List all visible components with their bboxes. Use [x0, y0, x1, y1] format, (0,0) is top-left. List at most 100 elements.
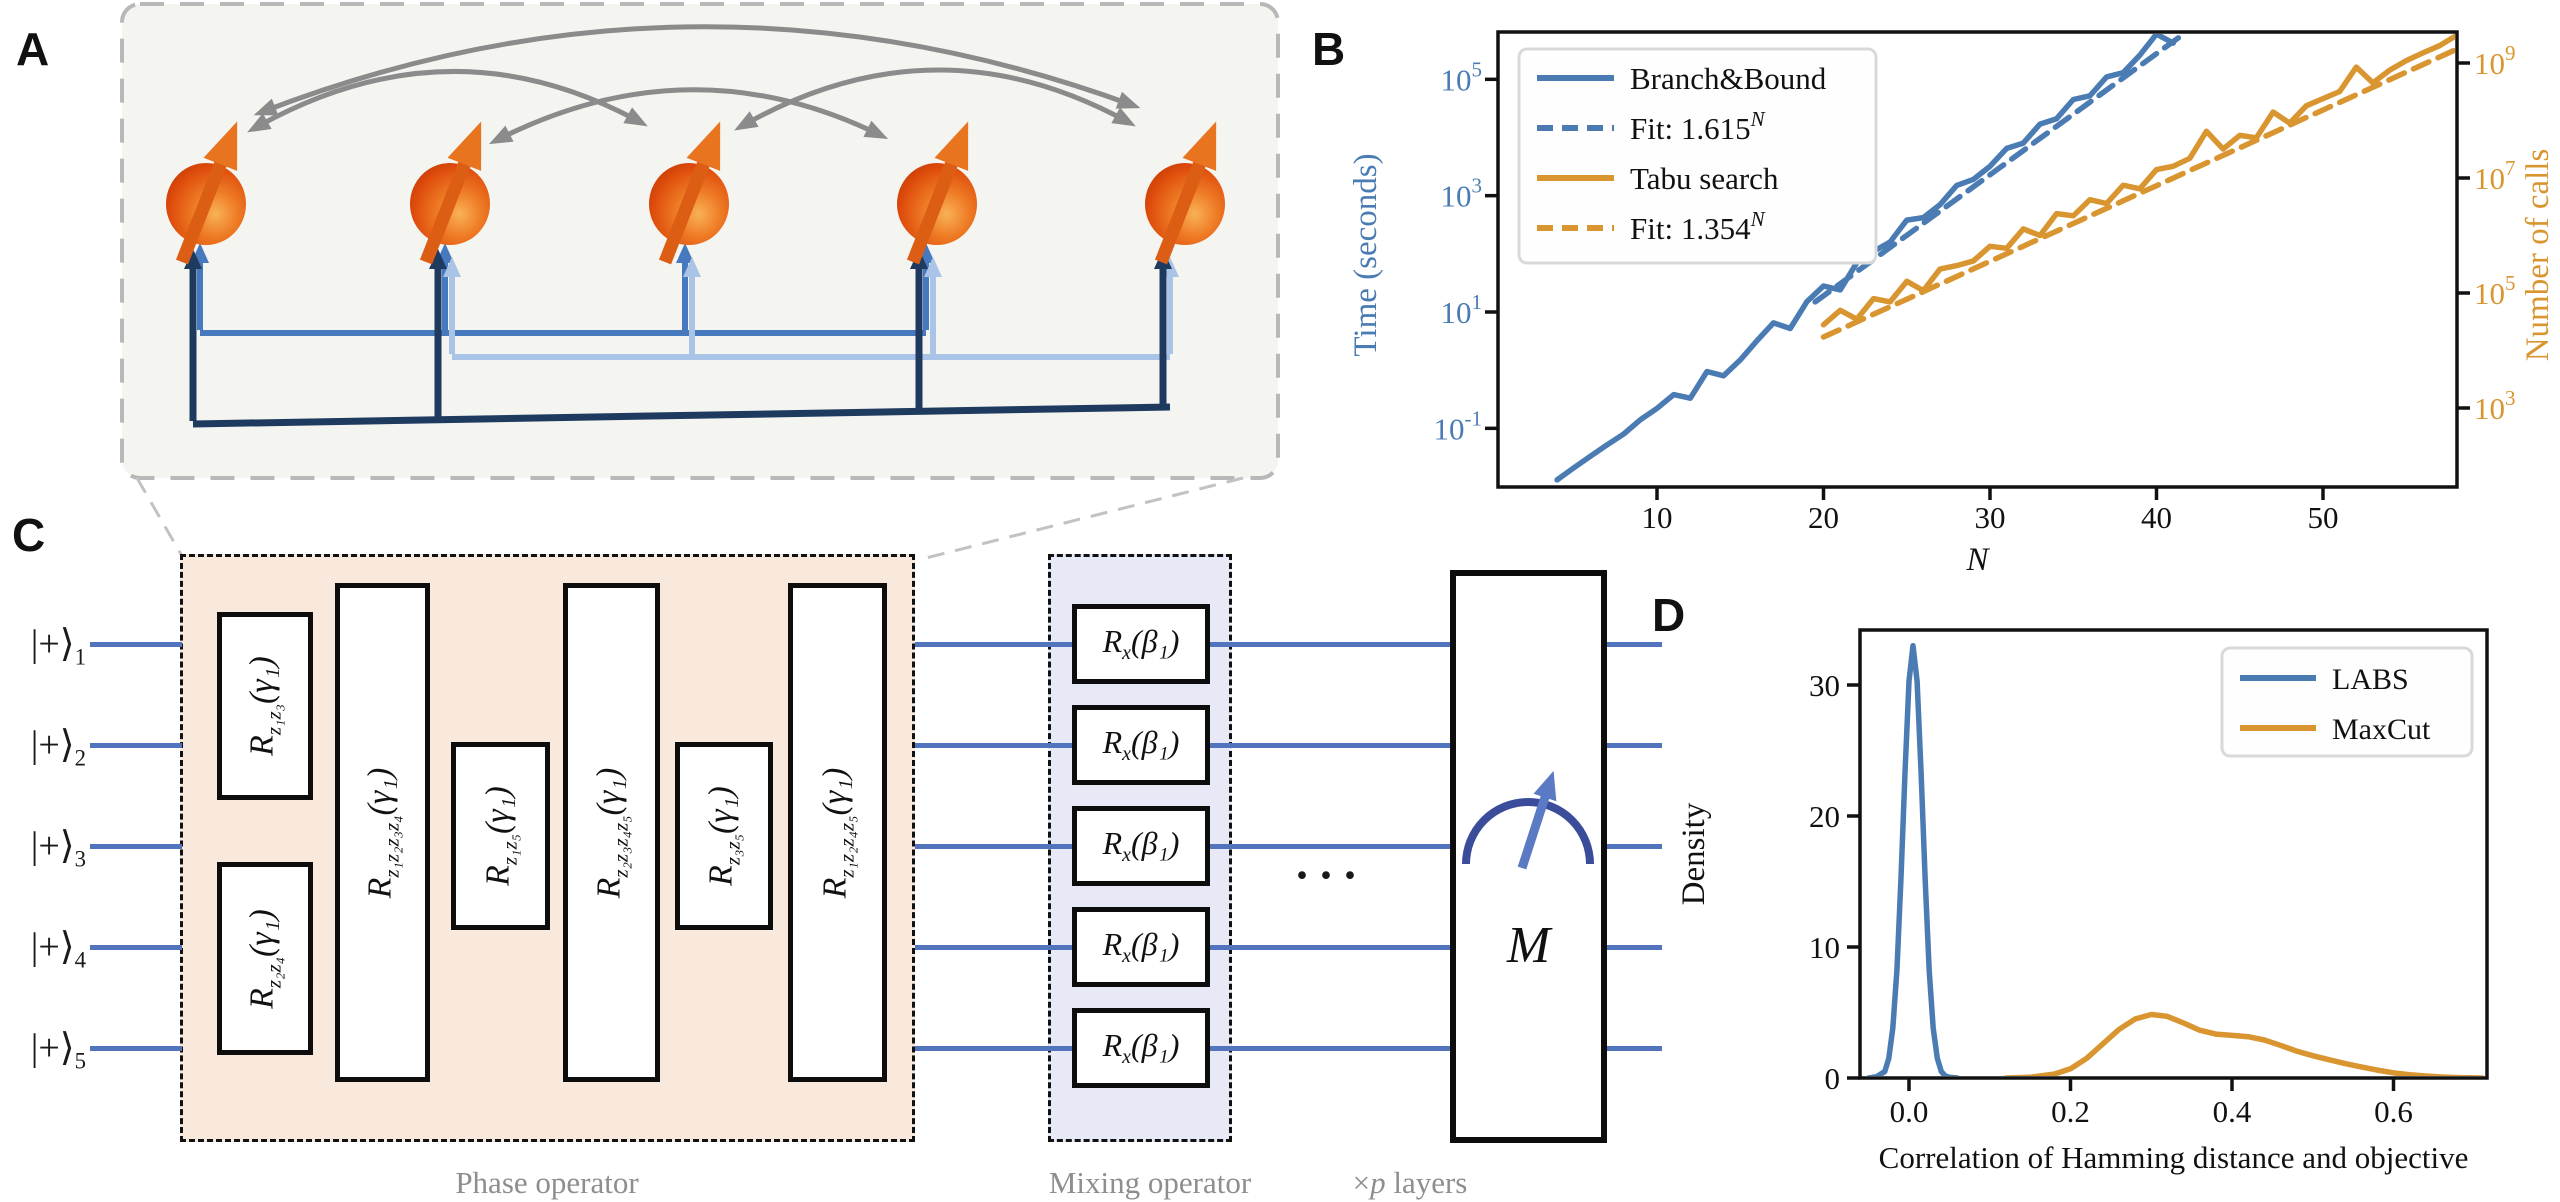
qubit-wire	[1607, 945, 1662, 950]
spin-arrow-icon	[658, 121, 721, 265]
qubit-wire	[90, 1046, 182, 1051]
d-y-label: Density	[1676, 802, 1712, 905]
b-y-tick-left: 105	[1441, 57, 1483, 97]
b-y-tick-right: 109	[2474, 41, 2516, 81]
d-y-tick: 10	[1809, 930, 1840, 965]
panel-label-a: A	[16, 23, 50, 75]
b-x-label: N	[1965, 542, 1990, 578]
meter-icon	[1462, 770, 1594, 870]
d-legend: LABS MaxCut	[2220, 646, 2474, 758]
d-y-tick: 30	[1809, 668, 1840, 703]
d-y-tick: 20	[1809, 799, 1840, 834]
qubit-wire	[90, 945, 182, 950]
b-x-tick: 20	[1808, 500, 1839, 535]
spin-spheres	[166, 163, 1225, 245]
d-x-tick: 0.4	[2213, 1094, 2252, 1129]
b-y-tick-left: 103	[1441, 174, 1483, 214]
coupling-arcs	[247, 24, 1141, 145]
b-y-label-right: Number of calls	[2520, 149, 2556, 362]
d-legend-label: LABS	[2332, 663, 2409, 696]
d-plot-frame	[1858, 628, 2489, 1080]
caption-phase-operator: Phase operator	[455, 1165, 639, 1200]
gate-rz3z5: Rz₃z₅(γ₁)	[675, 742, 773, 930]
panel-label-b: B	[1312, 23, 1346, 75]
coupling-arc-1-5	[253, 24, 1141, 116]
b-series-fit-1-615-n	[1812, 34, 2185, 305]
b-x-tick: 10	[1642, 500, 1673, 535]
b-x-tick: 30	[1975, 500, 2006, 535]
b-y-tick-left: 101	[1441, 290, 1483, 330]
spin-sphere-3	[649, 163, 729, 245]
b-x-tick: 40	[2141, 500, 2172, 535]
spin-sphere-4	[897, 163, 977, 245]
b-series-branch-bound	[1554, 34, 2176, 483]
caption-p-layers: ×p layers	[1352, 1165, 1468, 1200]
spin-sphere-2	[410, 163, 490, 245]
d-x-tick: 0.2	[2051, 1094, 2090, 1129]
qubit-wire	[1607, 642, 1662, 647]
b-series	[1554, 34, 2455, 483]
gate-rz1z3: Rz₁z₃(γ₁)	[217, 612, 313, 800]
spin-arrows	[175, 121, 1217, 265]
b-series-tabu-search	[1820, 34, 2455, 328]
qubit-wire	[1607, 743, 1662, 748]
qubit-label-2: |+⟩2	[30, 724, 86, 771]
b-x-tick: 50	[2308, 500, 2339, 535]
bracket-z1z2z4z5	[184, 249, 1172, 428]
d-y-tick: 0	[1825, 1061, 1841, 1096]
coupling-arc-1-3	[247, 68, 648, 133]
gate-rx-q1: Rx(β₁)	[1072, 604, 1210, 684]
spin-arrow-icon	[906, 121, 969, 265]
d-x-label: Correlation of Hamming distance and obje…	[1879, 1140, 2469, 1175]
d-x-tick: 0.0	[1890, 1094, 1929, 1129]
b-y-label-left: Time (seconds)	[1348, 153, 1384, 356]
spin-sphere-1	[166, 163, 246, 245]
gate-rz2z4: Rz₂z₄(γ₁)	[217, 862, 313, 1055]
spin-arrow-icon	[1154, 121, 1217, 265]
d-series	[1866, 642, 2485, 1076]
b-legend-label: Branch&Bound	[1630, 61, 1827, 96]
b-y-tick-right: 103	[2474, 386, 2516, 426]
b-y-tick-right: 107	[2474, 156, 2516, 196]
qubit-wire	[90, 844, 182, 849]
bracket-z1z2z3z4	[191, 243, 935, 336]
b-y-tick-left: 10-1	[1434, 406, 1483, 446]
d-x-tick: 0.6	[2374, 1094, 2413, 1129]
b-plot-frame	[1496, 30, 2459, 489]
coupling-arc-3-5	[734, 67, 1136, 131]
gate-rz1z2z3z4: Rz₁z₂z₃z₄(γ₁)	[335, 583, 430, 1082]
spin-arrow-icon	[419, 121, 482, 265]
d-legend-label: MaxCut	[2332, 713, 2431, 746]
gate-rz2z3z4z5: Rz₂z₃z₄z₅(γ₁)	[563, 583, 660, 1082]
measurement-label: M	[1506, 917, 1551, 974]
repeat-ellipsis: ···	[1293, 849, 1367, 902]
b-legend-label: Tabu search	[1630, 161, 1779, 196]
qubit-label-3: |+⟩3	[30, 825, 86, 872]
b-legend-label: Fit: 1.354N	[1630, 207, 1766, 246]
panel-label-d: D	[1652, 589, 1686, 641]
spin-panel-frame	[120, 2, 1280, 480]
qubit-wire	[1607, 844, 1662, 849]
qubit-wire	[90, 743, 182, 748]
qubit-label-1: |+⟩1	[30, 623, 86, 670]
qubit-label-4: |+⟩4	[30, 926, 86, 973]
caption-mixing-operator: Mixing operator	[1048, 1165, 1252, 1200]
gate-rx-q3: Rx(β₁)	[1072, 806, 1210, 886]
gate-rx-q2: Rx(β₁)	[1072, 705, 1210, 785]
bracket-z2z3z4z5	[443, 257, 1179, 360]
d-series-labs	[1866, 642, 1960, 1076]
qubit-wire	[90, 642, 182, 647]
d-series-maxcut	[2004, 1011, 2485, 1076]
coupling-arc-2-4	[488, 87, 889, 145]
gate-rx-q5: Rx(β₁)	[1072, 1008, 1210, 1088]
qubit-wire	[1607, 1046, 1662, 1051]
spin-sphere-5	[1145, 163, 1225, 245]
measurement-box: M	[1450, 570, 1607, 1143]
b-series-fit-1-354-n	[1820, 46, 2455, 340]
gate-rz1z5: Rz₁z₅(γ₁)	[451, 742, 550, 930]
spin-arrow-icon	[175, 121, 238, 265]
